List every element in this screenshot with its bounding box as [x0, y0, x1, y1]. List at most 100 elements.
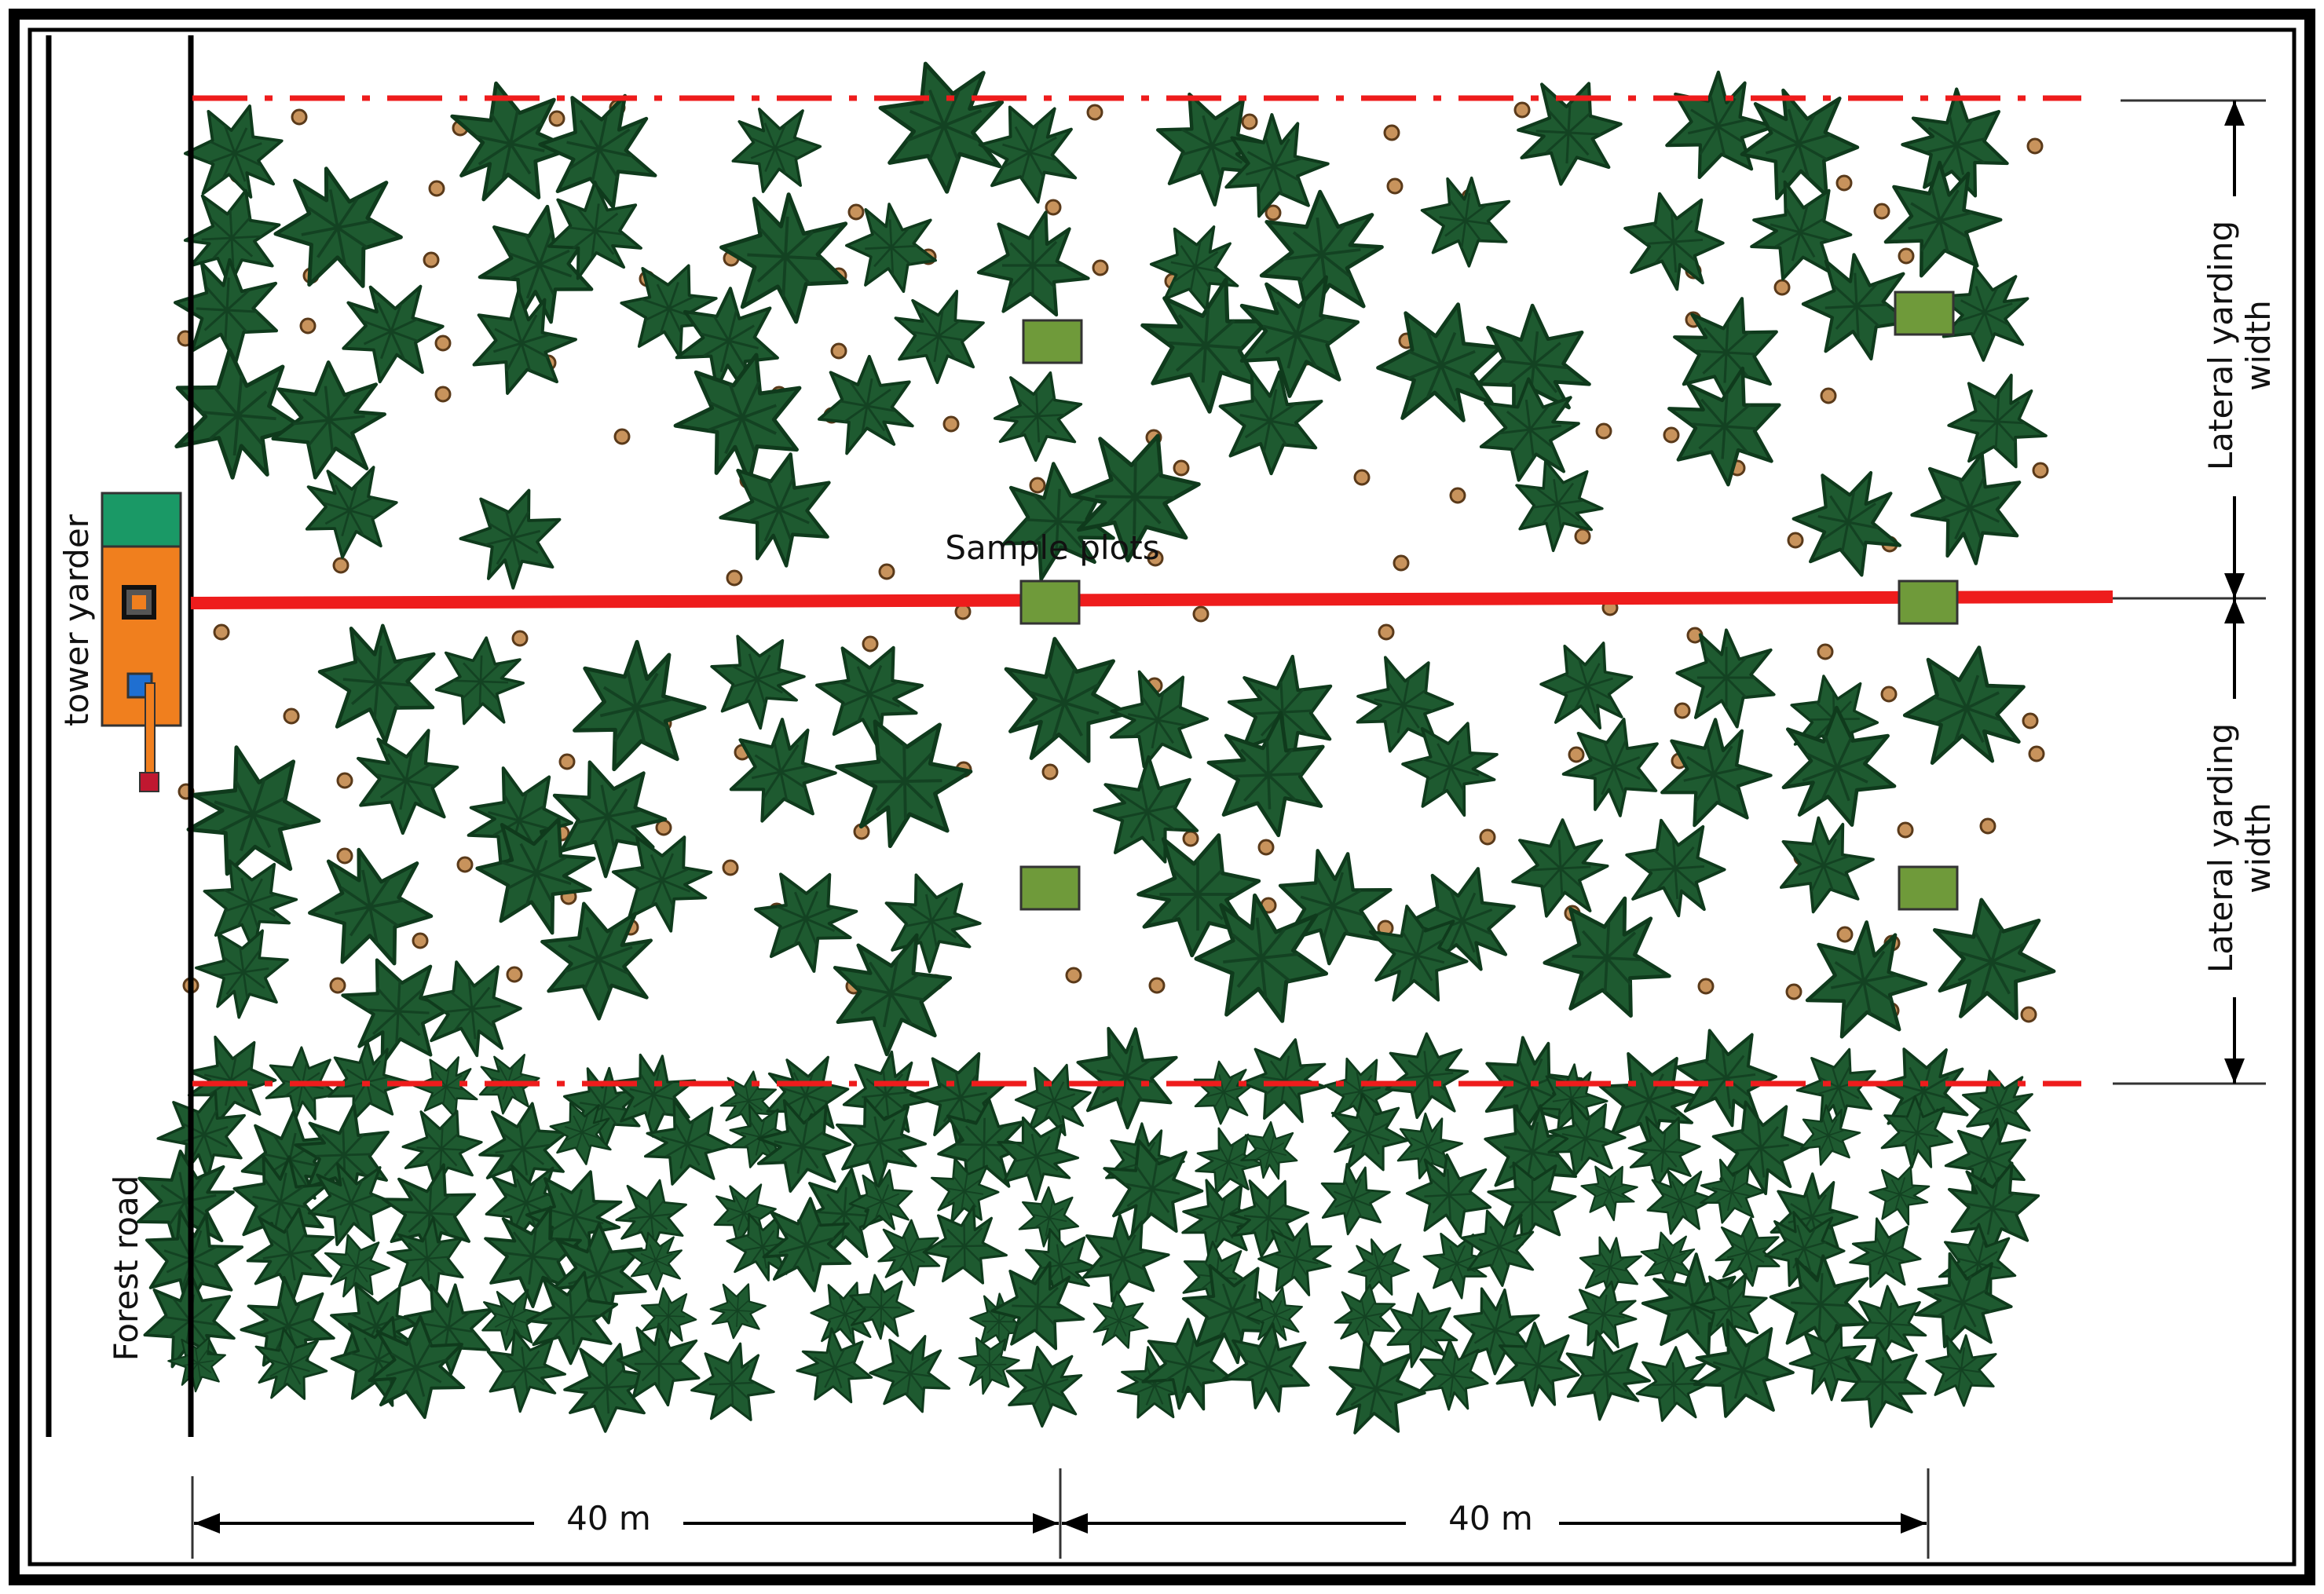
stump-icon	[423, 251, 440, 269]
sample-plot	[1894, 291, 1955, 336]
stump-icon	[428, 180, 445, 197]
stump-icon	[726, 569, 743, 587]
stump-icon	[1378, 623, 1395, 641]
stump-icon	[1897, 821, 1914, 839]
stump-icon	[213, 623, 230, 641]
stump-icon	[1192, 605, 1210, 623]
tree-crown-icon	[717, 91, 833, 207]
stump-icon	[1773, 279, 1791, 296]
sample-plot	[1022, 319, 1083, 364]
stump-icon	[456, 856, 474, 873]
stump-icon	[2022, 712, 2039, 729]
tree-crown-icon	[1623, 814, 1729, 921]
stump-icon	[1836, 926, 1854, 943]
tree-crown-icon	[285, 448, 413, 576]
tree-crown-icon	[1774, 449, 1920, 594]
tree-crown-icon	[335, 711, 476, 852]
stump-icon	[1041, 763, 1059, 781]
stump-icon	[1086, 104, 1103, 121]
stump-icon	[942, 415, 960, 433]
stump-icon	[434, 335, 452, 352]
stump-icon	[1065, 967, 1082, 984]
tree-crown-icon	[710, 702, 850, 842]
stump-icon	[830, 342, 847, 360]
tree-crown-icon	[874, 272, 1003, 401]
tree-crown-icon	[452, 276, 587, 411]
tree-crown-icon	[314, 620, 439, 745]
tree-crown-icon	[1133, 206, 1255, 327]
inner-frame	[27, 27, 2297, 1567]
stump-icon	[1147, 550, 1164, 567]
tree-crown-icon	[1531, 628, 1645, 743]
tree-crown-icon	[982, 620, 1149, 787]
tree-crown-icon	[957, 191, 1106, 339]
tree-crown-icon	[1783, 902, 1942, 1061]
stump-icon	[412, 932, 429, 949]
stump-icon	[1568, 746, 1585, 763]
tree-crown-icon	[1379, 1028, 1473, 1122]
tree-crown-icon	[1508, 816, 1612, 919]
tree-crown-icon	[1862, 144, 2016, 298]
stump-icon	[1029, 477, 1046, 494]
lateral-width-bottom-line1: Lateral yarding	[2201, 723, 2240, 973]
sample-plot	[1898, 579, 1959, 625]
stump-icon	[1835, 174, 1853, 192]
sample-plot	[1019, 865, 1081, 911]
lateral-width-top-line2: width	[2239, 300, 2278, 391]
distance-label-right: 40 m	[1448, 1499, 1533, 1537]
stump-icon	[1092, 259, 1109, 276]
tree-crown-icon	[1210, 362, 1328, 481]
tree-crown-icon	[1414, 170, 1516, 272]
stump-icon	[332, 557, 350, 574]
tree-crown-icon	[1787, 1095, 1868, 1176]
stump-icon	[558, 753, 576, 770]
sample-plot	[1019, 579, 1081, 625]
lateral-width-top-line1: Lateral yarding	[2201, 221, 2240, 470]
skyline-cable	[190, 590, 2114, 609]
tree-crown-icon	[1621, 188, 1728, 294]
stump-icon	[434, 386, 452, 403]
lateral-width-dimension-top	[2113, 99, 2266, 600]
stump-icon	[1880, 685, 1898, 703]
stump-icon	[1479, 828, 1496, 846]
stump-icon	[2032, 462, 2049, 479]
sample-plots	[1019, 291, 1959, 911]
stump-icon	[1257, 839, 1275, 856]
tree-crown-icon	[1764, 694, 1912, 843]
stump-icon	[1383, 124, 1400, 141]
stump-icon	[1898, 247, 1915, 265]
stump-icon	[1787, 532, 1804, 549]
stump-icon	[1449, 487, 1466, 504]
distance-dimension	[191, 1468, 1930, 1559]
tree-crown-icon	[708, 1281, 768, 1341]
stump-icon	[862, 635, 879, 653]
sample-plots-label: Sample plots	[945, 528, 1159, 567]
tree-crown-icon	[265, 157, 409, 301]
stump-icon	[329, 977, 346, 994]
stump-icon	[1513, 101, 1531, 119]
stump-icon	[336, 847, 353, 865]
stump-icon	[1264, 204, 1282, 221]
stump-icon	[1045, 199, 1062, 216]
stump-icon	[511, 630, 529, 647]
tree-crown-icon	[994, 1336, 1093, 1435]
tree-crown-icon	[1066, 1018, 1185, 1137]
tree-crown-icon	[1185, 1054, 1261, 1130]
stump-icon	[506, 966, 523, 983]
tree-crown-icon	[1760, 802, 1886, 929]
tree-crown-icon	[434, 634, 526, 727]
lateral-width-dimension-bottom	[2113, 598, 2266, 1085]
tree-crown-icon	[1341, 1231, 1415, 1305]
tree-crown-icon	[1235, 1116, 1305, 1186]
stump-icon	[1817, 643, 1834, 660]
tree-crown-icon	[1081, 1282, 1158, 1359]
tree-crown-icon	[174, 736, 334, 896]
stump-icon	[1173, 459, 1190, 477]
tree-crown-icon	[446, 470, 582, 605]
tower-yarder-icon	[101, 492, 182, 792]
tree-crown-icon	[1235, 1031, 1334, 1128]
lateral-width-bottom-line2: width	[2239, 802, 2278, 894]
stump-icon	[2026, 137, 2044, 155]
stump-icon	[336, 772, 353, 789]
